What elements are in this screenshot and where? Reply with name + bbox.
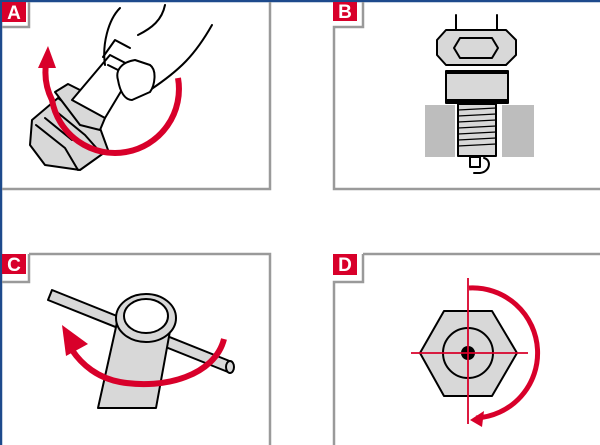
cylinder-head-icon (425, 105, 534, 157)
panel-b: B (332, 2, 600, 191)
clockwise-half-turn-arrow-icon (468, 285, 541, 427)
panel-c-frame (2, 252, 272, 445)
panel-d-label: D (333, 254, 357, 276)
counterclockwise-arrow-icon (62, 325, 227, 388)
panel-a-label: A (2, 2, 26, 24)
panel-d: D (332, 252, 600, 445)
panel-c-label: C (2, 254, 26, 276)
panel-d-letter: D (338, 255, 352, 276)
hand-icon (103, 4, 213, 101)
panel-b-letter: B (338, 2, 352, 23)
panel-b-label: B (333, 2, 357, 23)
spark-plug-icon (436, 14, 517, 174)
panel-c-letter: C (7, 255, 21, 276)
counterclockwise-arrow-icon (38, 46, 182, 156)
crosshair-icon (411, 278, 528, 424)
box-spanner-icon (97, 293, 177, 409)
panel-b-frame (332, 2, 600, 191)
panel-a-frame (2, 2, 272, 191)
panel-d-frame (332, 252, 600, 445)
panel-c: C (2, 252, 272, 445)
panel-a-letter: A (7, 3, 21, 24)
panel-a: A (2, 2, 272, 191)
